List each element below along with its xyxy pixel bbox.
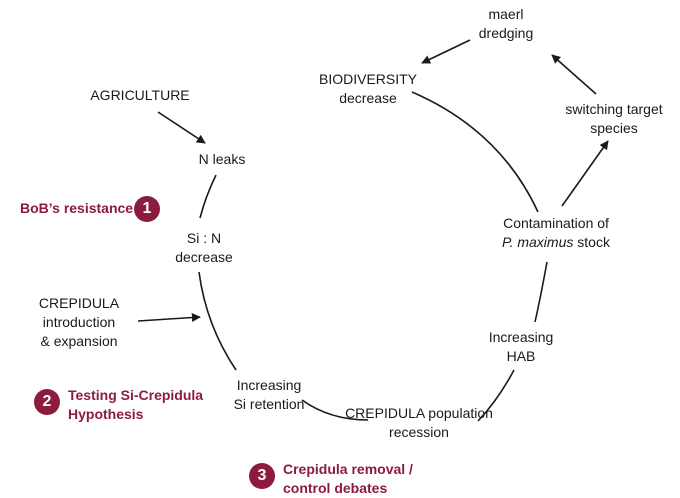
- step-3-badge: 3: [249, 463, 275, 489]
- species-name: P. maximus: [502, 234, 574, 250]
- arrow-maerl-to-biodiversity: [421, 39, 471, 64]
- arrow-switching-to-maerl: [551, 54, 597, 95]
- node-agriculture: AGRICULTURE: [90, 86, 189, 105]
- node-switching-target: switching target species: [565, 100, 662, 138]
- node-biodiversity-decrease: BIODIVERSITY decrease: [319, 70, 417, 108]
- node-maerl-dredging: maerl dredging: [479, 5, 534, 43]
- arc-nleaks-to-si: [199, 174, 217, 219]
- node-siret-line1: Increasing: [236, 377, 302, 393]
- node-recession-line2: recession: [389, 424, 449, 440]
- step-2-line2: Hypothesis: [68, 406, 144, 422]
- node-crepidula-recession: CREPIDULA population recession: [345, 404, 493, 442]
- node-maerl-line2: dredging: [478, 25, 534, 41]
- node-siret-line2: Si retention: [233, 396, 305, 412]
- node-switching-line2: species: [590, 120, 638, 136]
- node-agriculture-line1: AGRICULTURE: [90, 87, 190, 103]
- step-3-line2: control debates: [283, 480, 388, 496]
- node-si-n-decrease: Si : N decrease: [175, 229, 233, 267]
- node-sin-line1: Si : N: [186, 230, 222, 246]
- arrow-contamination-to-switching: [561, 140, 609, 207]
- node-crepintro-line1: CREPIDULA: [38, 295, 120, 311]
- arrow-agriculture-to-nleaks: [157, 111, 206, 144]
- step-1-label: BoB’s resistance: [20, 199, 133, 218]
- node-contamination-line2: P. maximus stock: [502, 233, 610, 252]
- arc-recession-to-hab: [477, 369, 515, 422]
- node-crepintro-line3: & expansion: [40, 333, 118, 349]
- step-2-label: Testing Si-Crepidula Hypothesis: [68, 386, 203, 424]
- arrow-crepidula-to-cycle: [137, 313, 201, 323]
- arc-retention-to-recession: [301, 399, 369, 421]
- node-si-retention: Increasing Si retention: [234, 376, 305, 414]
- arc-hab-to-contamination: [534, 261, 548, 323]
- node-recession-line1: CREPIDULA population: [345, 405, 493, 421]
- node-biodiversity-line1: BIODIVERSITY: [318, 71, 418, 87]
- step-2-badge: 2: [34, 389, 60, 415]
- step-1-line1: BoB’s resistance: [20, 200, 134, 216]
- step-1-badge: 1: [134, 196, 160, 222]
- arc-contamination-to-biodiversity: [411, 91, 539, 213]
- node-hab-line1: Increasing: [488, 329, 554, 345]
- node-n-leaks: N leaks: [199, 150, 246, 169]
- node-biodiversity-line2: decrease: [339, 90, 397, 106]
- node-sin-line2: decrease: [175, 249, 233, 265]
- node-contamination: Contamination of P. maximus stock: [502, 214, 610, 252]
- node-contamination-line1: Contamination of: [503, 215, 609, 231]
- step-2-line1: Testing Si-Crepidula: [68, 387, 204, 403]
- species-suffix: stock: [573, 234, 610, 250]
- node-switching-line1: switching target: [565, 101, 663, 117]
- node-nleaks-line1: N leaks: [198, 151, 246, 167]
- node-crepidula-introduction: CREPIDULA introduction & expansion: [39, 294, 119, 351]
- arc-si-to-retention: [198, 271, 237, 371]
- node-increasing-hab: Increasing HAB: [489, 328, 554, 366]
- node-maerl-line1: maerl: [488, 6, 524, 22]
- step-3-line1: Crepidula removal /: [283, 461, 413, 477]
- node-crepintro-line2: introduction: [42, 314, 116, 330]
- step-3-label: Crepidula removal / control debates: [283, 460, 413, 498]
- node-hab-line2: HAB: [506, 348, 536, 364]
